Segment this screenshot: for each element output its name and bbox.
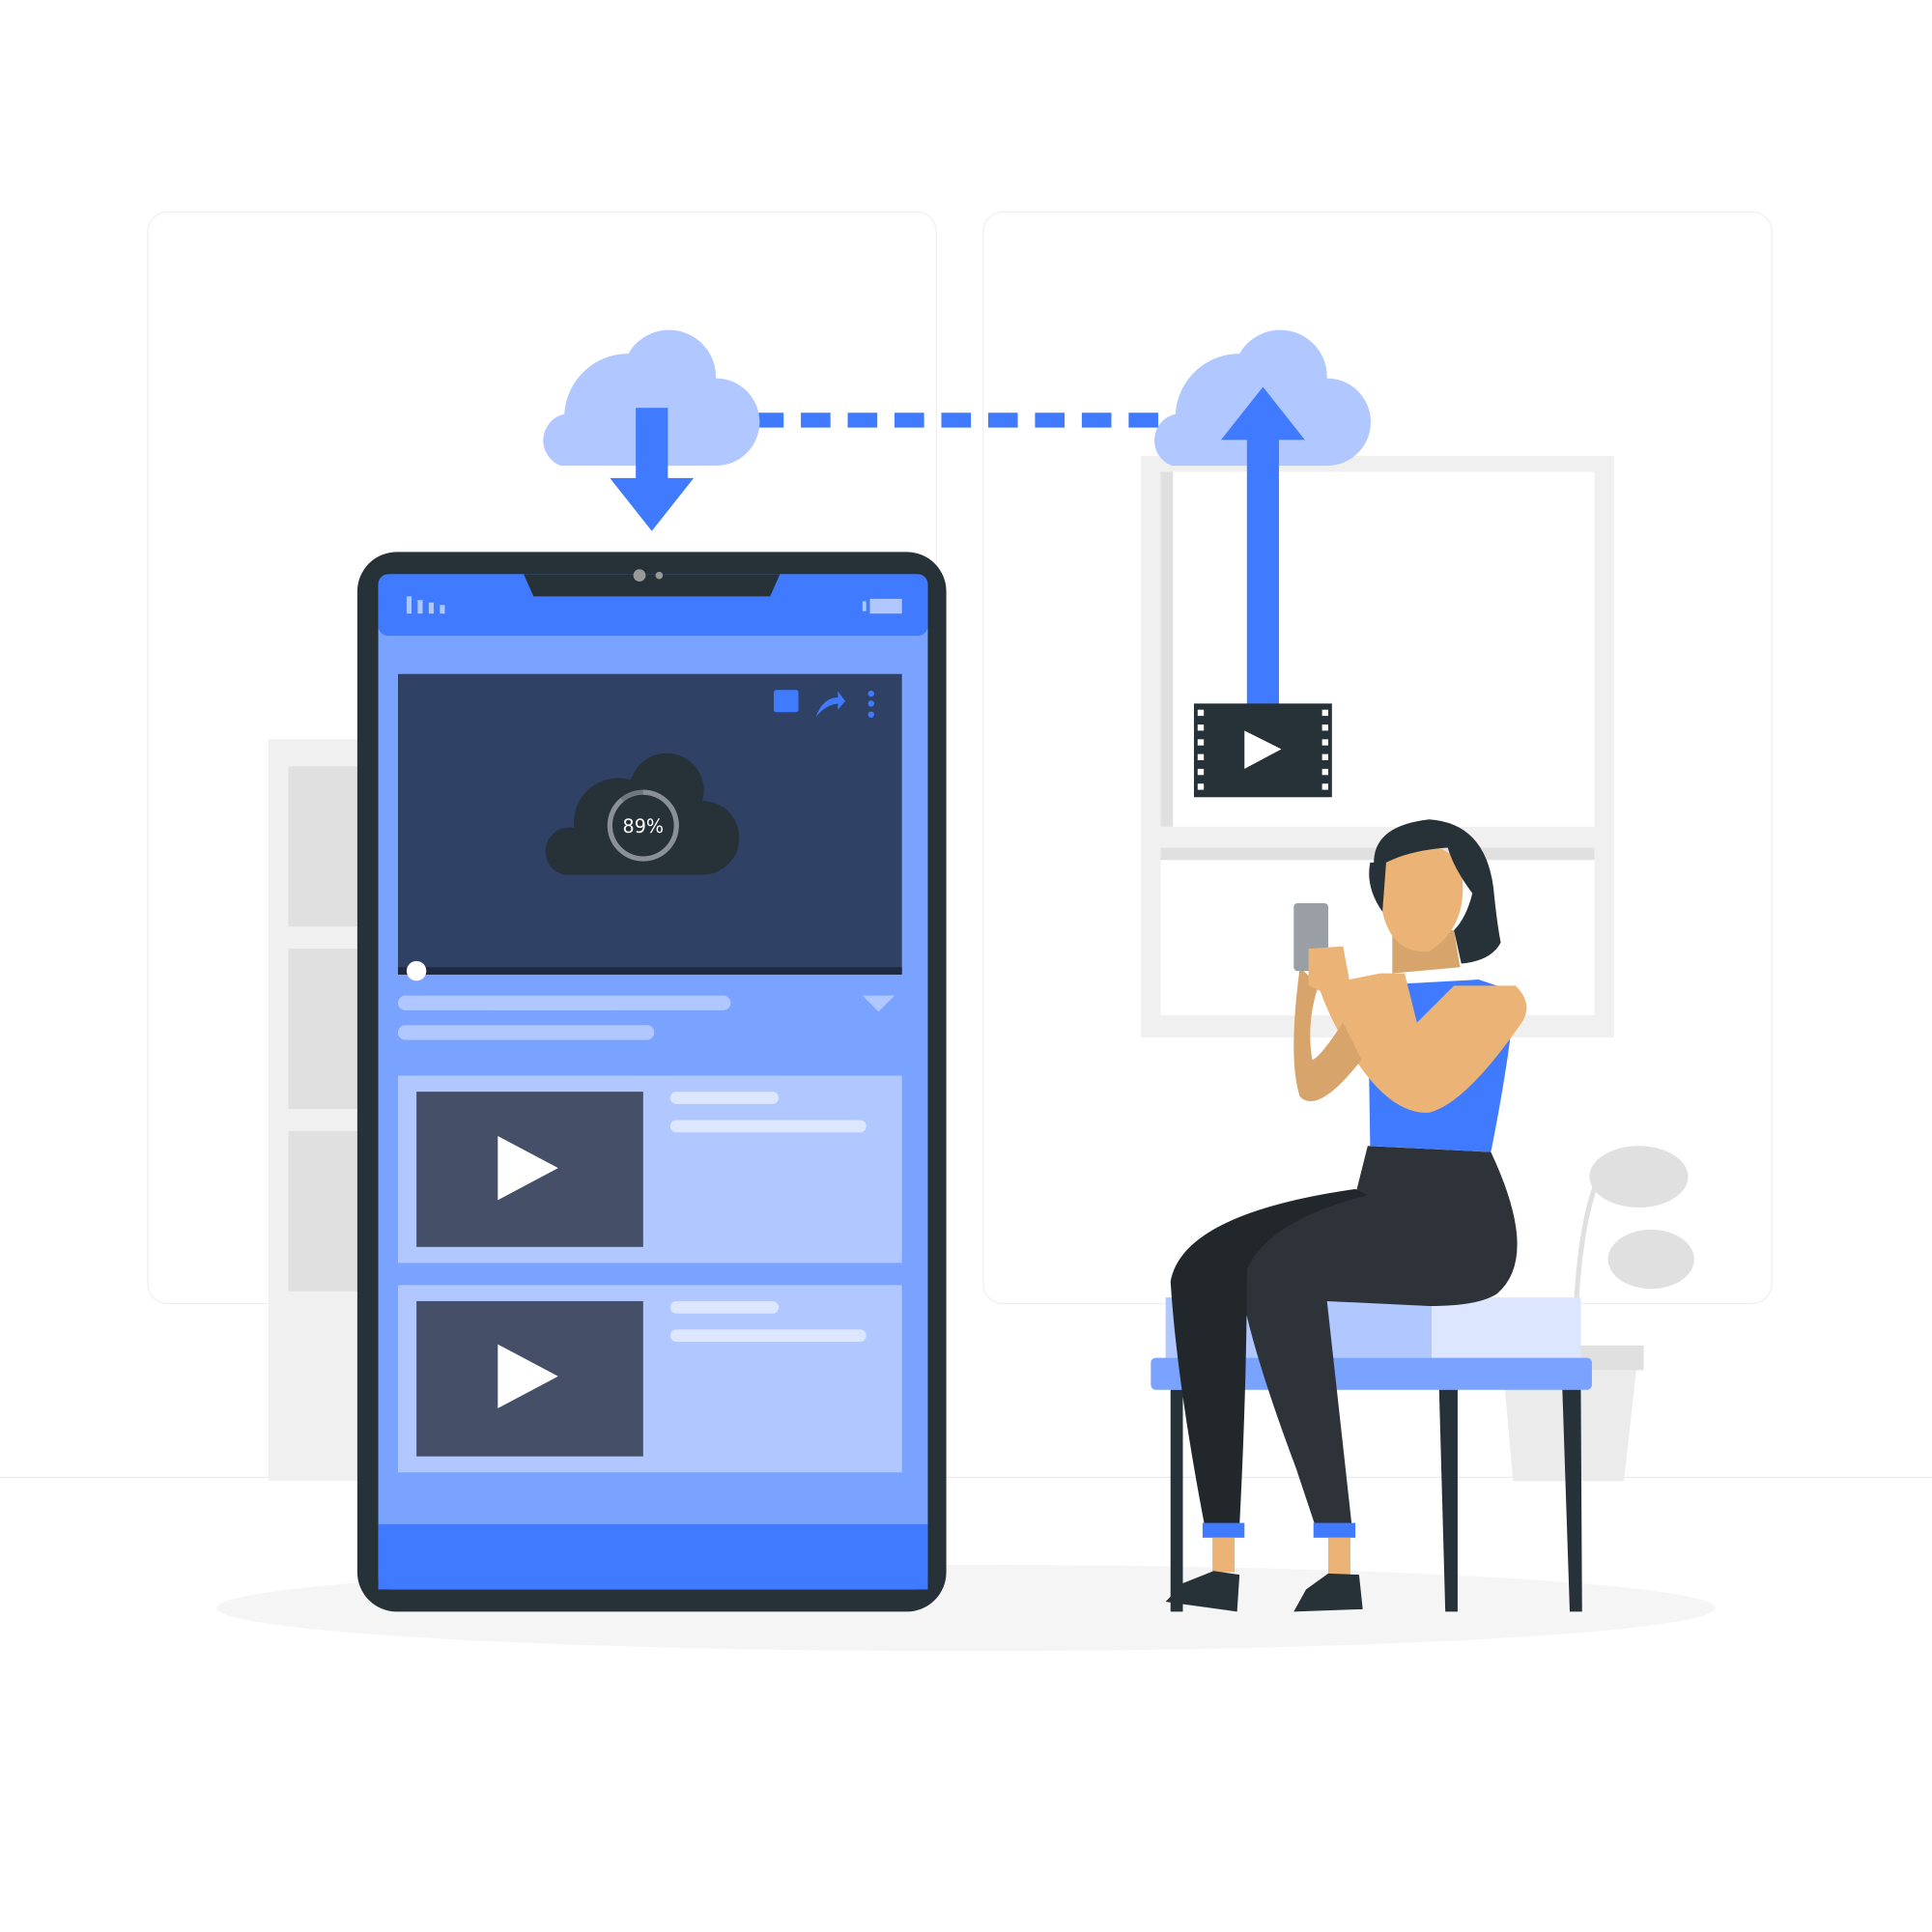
phone: 89% (356, 552, 947, 1612)
play-icon[interactable] (497, 1344, 558, 1408)
video-scrubber[interactable] (406, 960, 427, 981)
progress-ring (607, 789, 679, 862)
battery-icon (862, 598, 902, 614)
background (0, 211, 1932, 1652)
cloud-download-icon (543, 329, 760, 531)
signal-icon (406, 596, 445, 614)
progress-percent-label: 89% (623, 815, 665, 838)
cloud-upload-icon (1153, 329, 1372, 706)
chevron-down-icon[interactable] (862, 995, 895, 1012)
woman-with-phone (1165, 819, 1527, 1612)
video-file-icon (1193, 703, 1332, 798)
video-player[interactable]: 89% (397, 673, 902, 981)
more-icon[interactable] (867, 690, 874, 718)
stop-icon[interactable] (774, 690, 799, 713)
upload-progress: 89% (545, 753, 740, 875)
share-icon[interactable] (815, 691, 845, 718)
video-list-item[interactable] (397, 1075, 902, 1264)
video-list-item[interactable] (397, 1285, 902, 1473)
video-progress-track[interactable] (397, 967, 902, 975)
play-icon[interactable] (497, 1136, 558, 1201)
